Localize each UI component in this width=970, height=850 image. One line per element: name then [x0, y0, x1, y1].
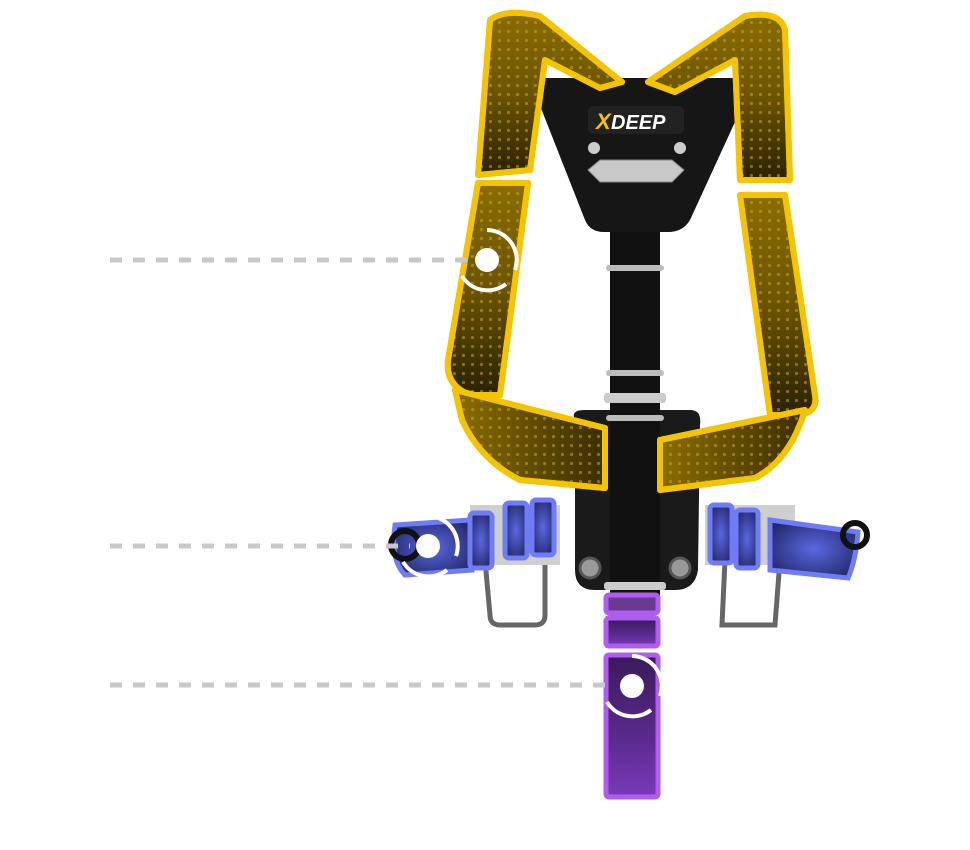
- logo-badge: [588, 106, 684, 134]
- crotch-strap: [603, 592, 661, 800]
- logo-text: DEEP: [611, 112, 666, 134]
- logo-x: X: [594, 109, 612, 134]
- backplate: [573, 200, 701, 600]
- shoulder-yoke: X DEEP: [536, 78, 748, 232]
- waist-belts: [388, 497, 870, 628]
- hotspot-waist-belt[interactable]: [401, 514, 460, 579]
- leader-lines: [110, 257, 615, 688]
- hotspot-shoulder-strap[interactable]: [460, 228, 519, 293]
- hotspot-crotch-strap[interactable]: [605, 654, 664, 719]
